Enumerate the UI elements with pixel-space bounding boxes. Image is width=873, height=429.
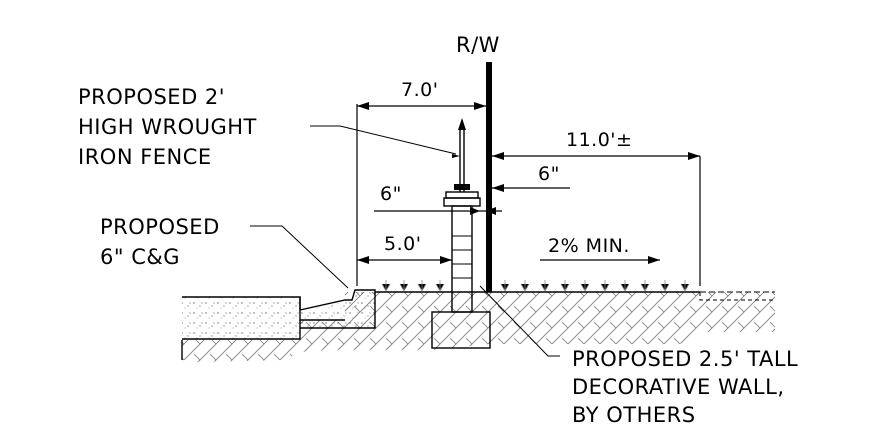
wall-callout-line2: DECORATIVE WALL, xyxy=(572,375,785,399)
cg-callout-line1: PROPOSED xyxy=(100,215,220,239)
fence-callout-line3: IRON FENCE xyxy=(78,145,212,169)
wrought-iron-fence xyxy=(454,118,470,192)
right-of-way-line xyxy=(486,62,492,292)
dim-7-0-label: 7.0' xyxy=(401,79,438,101)
decorative-wall xyxy=(431,191,491,349)
curb-and-gutter xyxy=(299,289,376,329)
slope-arrow xyxy=(540,256,660,264)
dim-6in-left xyxy=(374,207,502,215)
dim-6in-right-label: 6" xyxy=(538,163,560,185)
fence-callout-line1: PROPOSED 2' xyxy=(78,85,225,109)
wall-callout-line1: PROPOSED 2.5' TALL xyxy=(572,347,798,371)
cg-callout-line2: 6" C&G xyxy=(100,245,180,269)
turf-marks xyxy=(381,280,690,292)
dim-7-0 xyxy=(356,102,486,286)
rw-label: R/W xyxy=(456,33,500,57)
wall-callout-line3: BY OTHERS xyxy=(572,403,696,427)
dim-5-0-label: 5.0' xyxy=(384,233,421,255)
dim-6in-right xyxy=(492,184,570,192)
callout-leaders xyxy=(250,125,560,357)
slope-label: 2% MIN. xyxy=(548,235,630,257)
dim-5-0 xyxy=(357,256,452,264)
dim-6in-left-label: 6" xyxy=(380,183,402,205)
earth-hatch xyxy=(182,292,775,362)
fence-callout-line2: HIGH WROUGHT xyxy=(78,115,257,139)
dim-11-0-label: 11.0'± xyxy=(566,129,632,151)
dim-11-0 xyxy=(492,152,701,286)
